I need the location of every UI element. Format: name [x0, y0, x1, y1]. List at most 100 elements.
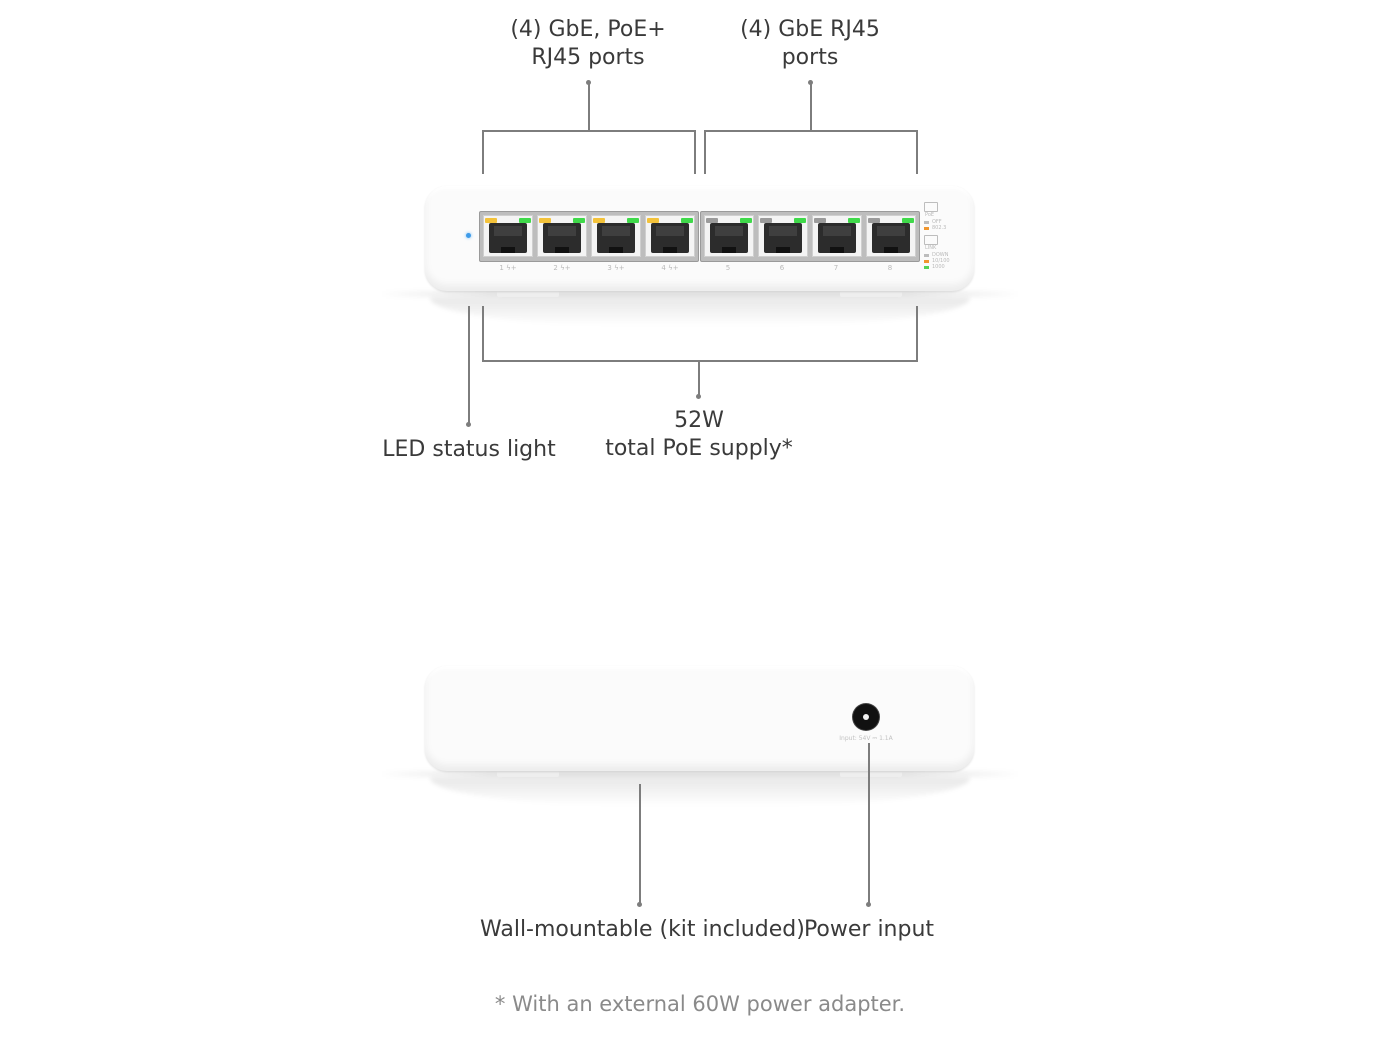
port-5[interactable]: [704, 215, 754, 257]
port-led: [485, 218, 497, 223]
bracket-line: [704, 130, 706, 174]
bracket-line: [482, 306, 484, 362]
poe-ports-line1: (4) GbE, PoE+: [510, 17, 666, 42]
leader-line: [588, 82, 590, 131]
rj45-jack: [872, 223, 910, 253]
leader-line: [698, 360, 700, 396]
leader-dot: [696, 394, 701, 399]
legend-swatch: [924, 221, 929, 224]
port-number: 4 ϟ+: [661, 264, 679, 272]
leader-line: [810, 82, 812, 131]
legend-label: 802.3: [932, 225, 947, 231]
bracket-line: [916, 130, 918, 174]
rj45-jack: [710, 223, 748, 253]
power-rating-label: Input: 54V ⎓ 1.1A: [839, 735, 893, 742]
legend-poe-title: PoE: [925, 212, 935, 218]
legend-swatch: [924, 260, 929, 263]
rj45-ports-callout: (4) GbE RJ45 ports: [710, 16, 910, 72]
poe-ports-callout: (4) GbE, PoE+ RJ45 ports: [488, 16, 688, 72]
power-input-jack[interactable]: [853, 704, 879, 730]
port-led: [593, 218, 605, 223]
port-led: [519, 218, 531, 223]
legend-swatch: [924, 266, 929, 269]
rj45-jack: [489, 223, 527, 253]
port-led: [814, 218, 826, 223]
poe-mark-icon: ϟ+: [668, 264, 679, 272]
rj45-jack: [543, 223, 581, 253]
led-status-callout: LED status light: [382, 437, 556, 462]
port-2[interactable]: [537, 215, 587, 257]
bracket-line: [482, 360, 918, 362]
leader-dot: [466, 422, 471, 427]
footnote: * With an external 60W power adapter.: [494, 992, 906, 1016]
leader-dot: [866, 902, 871, 907]
port-led: [706, 218, 718, 223]
port-number: 6: [779, 264, 785, 272]
bracket-line: [704, 130, 918, 132]
rj45-jack: [651, 223, 689, 253]
poe-mark-icon: ϟ+: [560, 264, 571, 272]
port-1[interactable]: [483, 215, 533, 257]
port-number: 2 ϟ+: [553, 264, 571, 272]
legend-link-title: LINK: [925, 245, 937, 251]
front-device-reflection: [430, 298, 970, 326]
port-number: 8: [887, 264, 893, 272]
port-4[interactable]: [645, 215, 695, 257]
wall-mount-callout: Wall-mountable (kit included): [480, 917, 805, 942]
rj45-port-group: [700, 211, 920, 262]
port-8[interactable]: [866, 215, 916, 257]
port-led: [848, 218, 860, 223]
port-led: [681, 218, 693, 223]
port-led: [627, 218, 639, 223]
port-number: 5: [725, 264, 731, 272]
bracket-line: [482, 130, 696, 132]
rj45-jack: [597, 223, 635, 253]
switch-back-panel: [425, 666, 974, 771]
power-input-leader: [868, 743, 870, 904]
port-6[interactable]: [758, 215, 808, 257]
poe-supply-label: total PoE supply*: [605, 436, 793, 461]
front-device-shadow: [380, 291, 1020, 297]
back-device-shadow: [380, 771, 1020, 777]
legend-label: OFF: [932, 219, 942, 225]
led-status-light: [466, 233, 471, 238]
port-led: [647, 218, 659, 223]
port-led: [794, 218, 806, 223]
back-device-reflection: [430, 778, 970, 806]
port-number: 3 ϟ+: [607, 264, 625, 272]
wall-mount-leader: [639, 784, 641, 904]
back-foot-right: [840, 771, 902, 777]
legend-label: 1000: [932, 264, 945, 270]
port-led: [760, 218, 772, 223]
rj45-ports-line1: (4) GbE RJ45: [740, 17, 880, 42]
power-input-callout: Power input: [803, 917, 935, 942]
leader-dot: [637, 902, 642, 907]
front-foot-left: [497, 291, 559, 297]
port-led: [539, 218, 551, 223]
rj45-ports-line2: ports: [781, 45, 839, 70]
poe-supply-callout: 52W total PoE supply*: [589, 407, 809, 463]
led-leader-line: [468, 306, 470, 424]
front-foot-right: [840, 291, 902, 297]
back-foot-left: [497, 771, 559, 777]
port-7[interactable]: [812, 215, 862, 257]
poe-mark-icon: ϟ+: [506, 264, 517, 272]
port-led: [573, 218, 585, 223]
link-legend-icon: [924, 235, 938, 245]
bracket-line: [482, 130, 484, 174]
port-led: [868, 218, 880, 223]
poe-port-group: [479, 211, 699, 262]
legend-label: DOWN: [932, 252, 949, 258]
port-led: [740, 218, 752, 223]
port-number: 1 ϟ+: [499, 264, 517, 272]
legend-label: 10/100: [932, 258, 950, 264]
port-led: [902, 218, 914, 223]
legend-swatch: [924, 227, 929, 230]
poe-supply-watts: 52W: [674, 408, 724, 433]
rj45-jack: [764, 223, 802, 253]
poe-ports-line2: RJ45 ports: [531, 45, 645, 70]
port-3[interactable]: [591, 215, 641, 257]
legend-swatch: [924, 254, 929, 257]
poe-mark-icon: ϟ+: [614, 264, 625, 272]
bracket-line: [916, 306, 918, 362]
